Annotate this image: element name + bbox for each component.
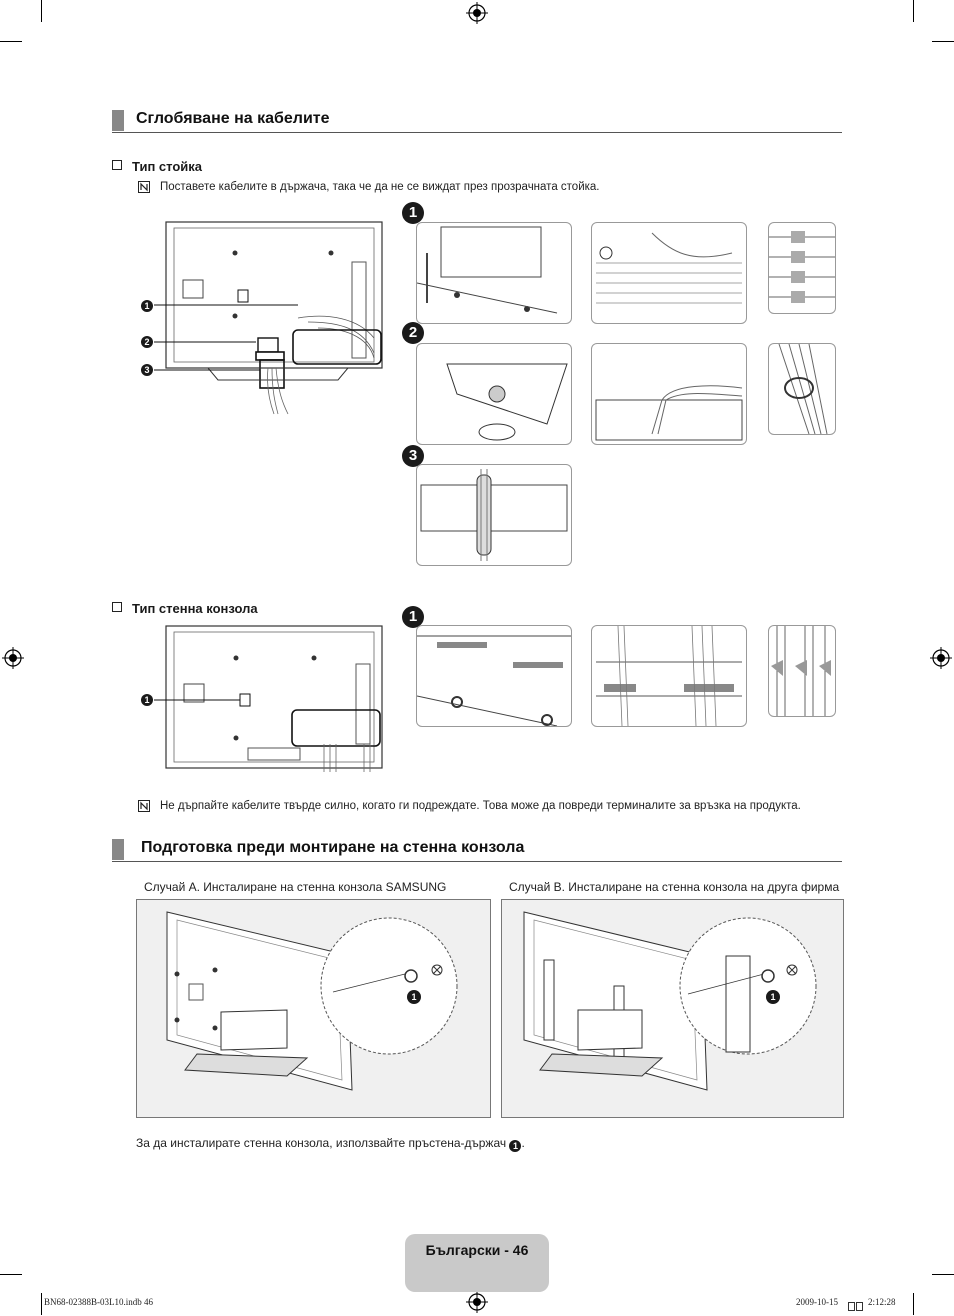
stand-type-label: Тип стойка bbox=[112, 159, 202, 174]
case-a-label: Случай А. Инсталиране на стенна конзола … bbox=[144, 880, 447, 894]
step1-panel-b bbox=[591, 222, 747, 324]
wall-step1-panel-b bbox=[591, 625, 747, 727]
print-time: 2:12:28 bbox=[868, 1297, 896, 1307]
wall-type-label: Тип стенна конзола bbox=[112, 601, 258, 616]
step-badge-2: 2 bbox=[402, 322, 424, 344]
print-file-name: BN68-02388B-03L10.indb 46 bbox=[44, 1297, 153, 1307]
crop-mark bbox=[41, 0, 42, 22]
step-marker-1: 1 bbox=[766, 990, 780, 1004]
step-marker-1: 1 bbox=[407, 990, 421, 1004]
section-heading-wall-prep: Подготовка преди монтиране на стенна кон… bbox=[112, 839, 842, 862]
step-marker-3: 3 bbox=[141, 364, 153, 376]
registration-mark-icon bbox=[466, 1291, 488, 1313]
tv-back-stand-illustration bbox=[154, 221, 383, 415]
wall-note: Не дърпайте кабелите твърде силно, когат… bbox=[160, 800, 801, 812]
step-badge-3: 3 bbox=[402, 445, 424, 467]
step-marker-1: 1 bbox=[141, 694, 153, 706]
wall-step1-panel-a bbox=[416, 625, 572, 727]
note-icon bbox=[138, 181, 150, 193]
stand-note: Поставете кабелите в държача, така че да… bbox=[160, 181, 600, 193]
registration-mark-icon bbox=[466, 2, 488, 24]
heading-bar bbox=[112, 110, 124, 131]
wall-mount-caption: За да инсталирате стенна конзола, използ… bbox=[136, 1136, 525, 1152]
wall-step1-panel-c bbox=[768, 625, 836, 717]
section-heading-cables: Сглобяване на кабелите bbox=[112, 110, 842, 133]
stand-type-text: Тип стойка bbox=[132, 159, 202, 174]
step2-panel-b bbox=[591, 343, 747, 445]
case-a-illustration: 1 bbox=[136, 899, 491, 1118]
crop-mark bbox=[0, 1274, 22, 1275]
section-title: Подготовка преди монтиране на стенна кон… bbox=[141, 839, 525, 856]
step-marker-1: 1 bbox=[509, 1140, 522, 1152]
step-badge-1: 1 bbox=[402, 606, 424, 628]
case-b-illustration: 1 bbox=[501, 899, 844, 1118]
crop-mark bbox=[913, 0, 914, 22]
step-marker-2: 2 bbox=[141, 336, 153, 348]
step2-panel-c bbox=[768, 343, 836, 435]
heading-bar bbox=[112, 839, 124, 860]
caption-end: . bbox=[521, 1136, 525, 1150]
step1-panel-a bbox=[416, 222, 572, 324]
crop-mark bbox=[932, 1274, 954, 1275]
checkbox-bullet-icon bbox=[112, 602, 122, 612]
step2-panel-a bbox=[416, 343, 572, 445]
note-icon bbox=[138, 800, 150, 812]
checkbox-bullet-icon bbox=[112, 160, 122, 170]
crop-mark bbox=[0, 41, 22, 42]
registration-mark-icon bbox=[930, 647, 952, 669]
step3-panel bbox=[416, 464, 572, 566]
crop-mark bbox=[41, 1293, 42, 1315]
page-number-tab: Български - 46 bbox=[405, 1234, 549, 1292]
step-badge-1: 1 bbox=[402, 202, 424, 224]
wall-type-text: Тип стенна конзола bbox=[132, 601, 258, 616]
page-label: Български - 46 bbox=[425, 1242, 529, 1258]
print-placeholder-glyphs bbox=[848, 1298, 864, 1311]
case-b-label: Случай В. Инсталиране на стенна конзола … bbox=[509, 880, 840, 894]
crop-mark bbox=[932, 41, 954, 42]
step1-panel-c bbox=[768, 222, 836, 314]
caption-text: За да инсталирате стенна конзола, използ… bbox=[136, 1136, 507, 1150]
step-marker-1: 1 bbox=[141, 300, 153, 312]
print-date: 2009-10-15 bbox=[796, 1297, 838, 1307]
tv-back-wall-illustration bbox=[154, 625, 383, 772]
crop-mark bbox=[913, 1293, 914, 1315]
registration-mark-icon bbox=[2, 647, 24, 669]
section-title: Сглобяване на кабелите bbox=[136, 110, 330, 127]
